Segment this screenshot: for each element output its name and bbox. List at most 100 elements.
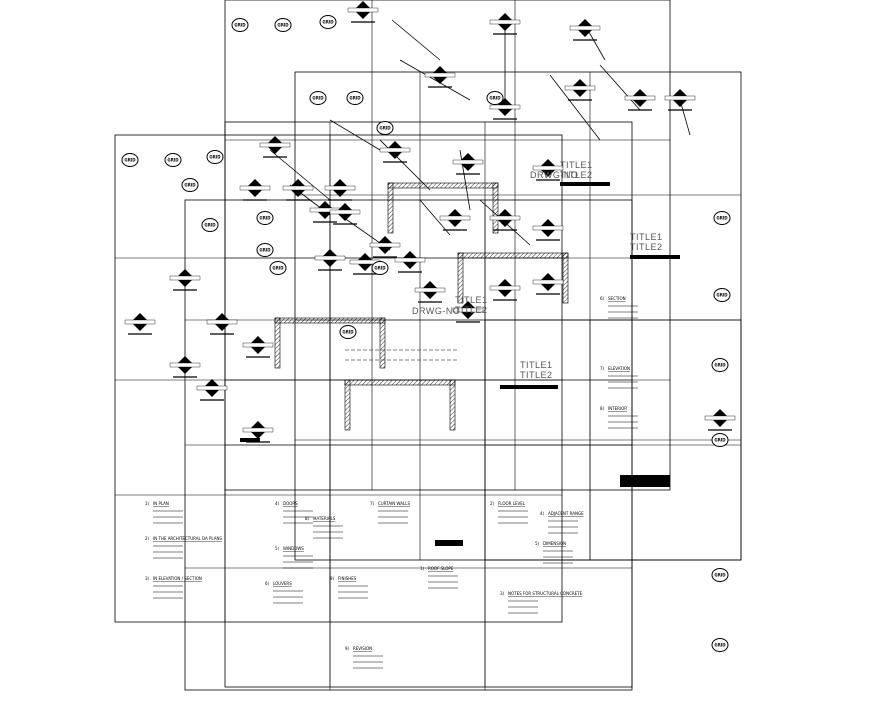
grid-bubble-label: GRID bbox=[234, 23, 246, 28]
note-label: FLOOR LEVEL bbox=[498, 501, 526, 506]
note-label: NOTES FOR STRUCTURAL CONCRETE bbox=[508, 591, 583, 596]
grid-bubble-circle bbox=[206, 150, 224, 164]
note-item: 9)REVISION bbox=[345, 646, 383, 669]
section-tag bbox=[564, 79, 596, 101]
section-tag-band bbox=[169, 362, 201, 368]
leader-line bbox=[419, 199, 451, 236]
note-item: 5)DIMENSION bbox=[535, 541, 573, 564]
note-item: 9)FINISHES bbox=[330, 576, 368, 599]
section-tag bbox=[439, 209, 471, 231]
note-label: MATERIALS bbox=[313, 516, 336, 521]
note-item: 7)ELEVATION bbox=[600, 366, 638, 389]
section-tag-band bbox=[394, 257, 426, 263]
note-label: CURTAIN WALLS bbox=[378, 501, 410, 506]
grid-bubble-label: GRID bbox=[259, 216, 271, 221]
grid-bubble-label: GRID bbox=[716, 293, 728, 298]
note-number: 2) bbox=[145, 536, 150, 541]
wall-sections bbox=[274, 182, 569, 431]
note-item: 3)IN ELEVATION / SECTION bbox=[145, 576, 202, 599]
section-tag-band bbox=[282, 185, 314, 191]
title2-label: TITLE2 bbox=[520, 370, 553, 380]
note-item: 8)INTERIOR bbox=[600, 406, 638, 429]
grid-bubble-label: GRID bbox=[259, 248, 271, 253]
section-tag bbox=[124, 313, 156, 335]
grid-bubble: GRID bbox=[309, 91, 327, 105]
section-tag bbox=[489, 279, 521, 301]
note-number: 7) bbox=[600, 366, 605, 371]
section-tag bbox=[324, 179, 356, 201]
wall-right bbox=[562, 252, 569, 304]
section-tag-band bbox=[242, 342, 274, 348]
note-label: ROOF SLOPE bbox=[428, 566, 454, 571]
grid-bubble: GRID bbox=[711, 638, 729, 652]
title1-label: TITLE1 bbox=[520, 360, 553, 370]
section-tag bbox=[259, 136, 291, 158]
title2-label: TITLE2 bbox=[455, 305, 488, 315]
note-number: 2) bbox=[490, 501, 495, 506]
drawing-sheets bbox=[114, 0, 742, 691]
grid-bubble-label: GRID bbox=[342, 330, 354, 335]
grid-bubble-circle bbox=[486, 91, 504, 105]
grid-bubble-label: GRID bbox=[272, 266, 284, 271]
section-tag bbox=[242, 336, 274, 358]
grid-bubble-label: GRID bbox=[277, 23, 289, 28]
section-tag-band bbox=[369, 242, 401, 248]
grid-bubble: GRID bbox=[346, 91, 364, 105]
note-label: ADJACENT RANGE bbox=[548, 511, 584, 516]
section-tag bbox=[489, 13, 521, 35]
leader-line bbox=[549, 74, 601, 141]
note-label: IN ELEVATION / SECTION bbox=[153, 576, 202, 581]
note-label: DIMENSION bbox=[543, 541, 566, 546]
section-tag bbox=[196, 379, 228, 401]
grid-bubble-circle bbox=[711, 433, 729, 447]
grid-bubble: GRID bbox=[256, 211, 274, 225]
wall-top bbox=[457, 252, 569, 259]
wall-right bbox=[379, 317, 386, 369]
grid-bubble-label: GRID bbox=[167, 158, 179, 163]
grid-bubble-label: GRID bbox=[312, 96, 324, 101]
grid-bubble-circle bbox=[346, 91, 364, 105]
wall-right bbox=[492, 182, 499, 234]
grid-bubble: GRID bbox=[201, 218, 219, 232]
section-tag bbox=[624, 89, 656, 111]
note-number: 7) bbox=[370, 501, 375, 506]
grid-bubble-label: GRID bbox=[714, 363, 726, 368]
leader-line bbox=[599, 64, 641, 111]
grid-bubble-label: GRID bbox=[204, 223, 216, 228]
grid-bubble-circle bbox=[711, 638, 729, 652]
grid-bubble: GRID bbox=[274, 18, 292, 32]
grid-bubble-circle bbox=[231, 18, 249, 32]
drawing-number-label: DRWG-NO bbox=[530, 170, 578, 180]
detail-bar bbox=[630, 255, 680, 259]
grid-bubble: GRID bbox=[711, 568, 729, 582]
detail-bar bbox=[500, 385, 558, 389]
section-tags bbox=[124, 1, 736, 443]
grid-bubbles: GRID GRID GRID GRID GRID GRID GRID GRID GRID GRID… bbox=[121, 15, 731, 652]
section-tag-band bbox=[532, 165, 564, 171]
grid-bubble: GRID bbox=[713, 288, 731, 302]
grid-bubble-label: GRID bbox=[716, 216, 728, 221]
grid-bubble-circle bbox=[274, 18, 292, 32]
note-number: 1) bbox=[145, 501, 150, 506]
section-tag bbox=[169, 356, 201, 378]
note-number: 4) bbox=[540, 511, 545, 516]
section-tag bbox=[704, 409, 736, 431]
note-label: DOORS bbox=[283, 501, 298, 506]
section-tag-band bbox=[664, 95, 696, 101]
wall-right bbox=[449, 379, 456, 431]
drawing-number-label: DRWG-NO bbox=[412, 306, 460, 316]
note-label: LOUVERS bbox=[273, 581, 292, 586]
note-number: 5) bbox=[275, 546, 280, 551]
grid-bubble-circle bbox=[164, 153, 182, 167]
section-tag-band bbox=[324, 185, 356, 191]
grid-bubble: GRID bbox=[376, 121, 394, 135]
section-tag-band bbox=[489, 104, 521, 110]
section-tag-band bbox=[196, 385, 228, 391]
section-tag-band bbox=[569, 25, 601, 31]
section-tag bbox=[379, 141, 411, 163]
grid-bubble: GRID bbox=[181, 178, 199, 192]
grid-bubble-circle bbox=[269, 261, 287, 275]
grid-bubble: GRID bbox=[231, 18, 249, 32]
grid-bubble-circle bbox=[376, 121, 394, 135]
